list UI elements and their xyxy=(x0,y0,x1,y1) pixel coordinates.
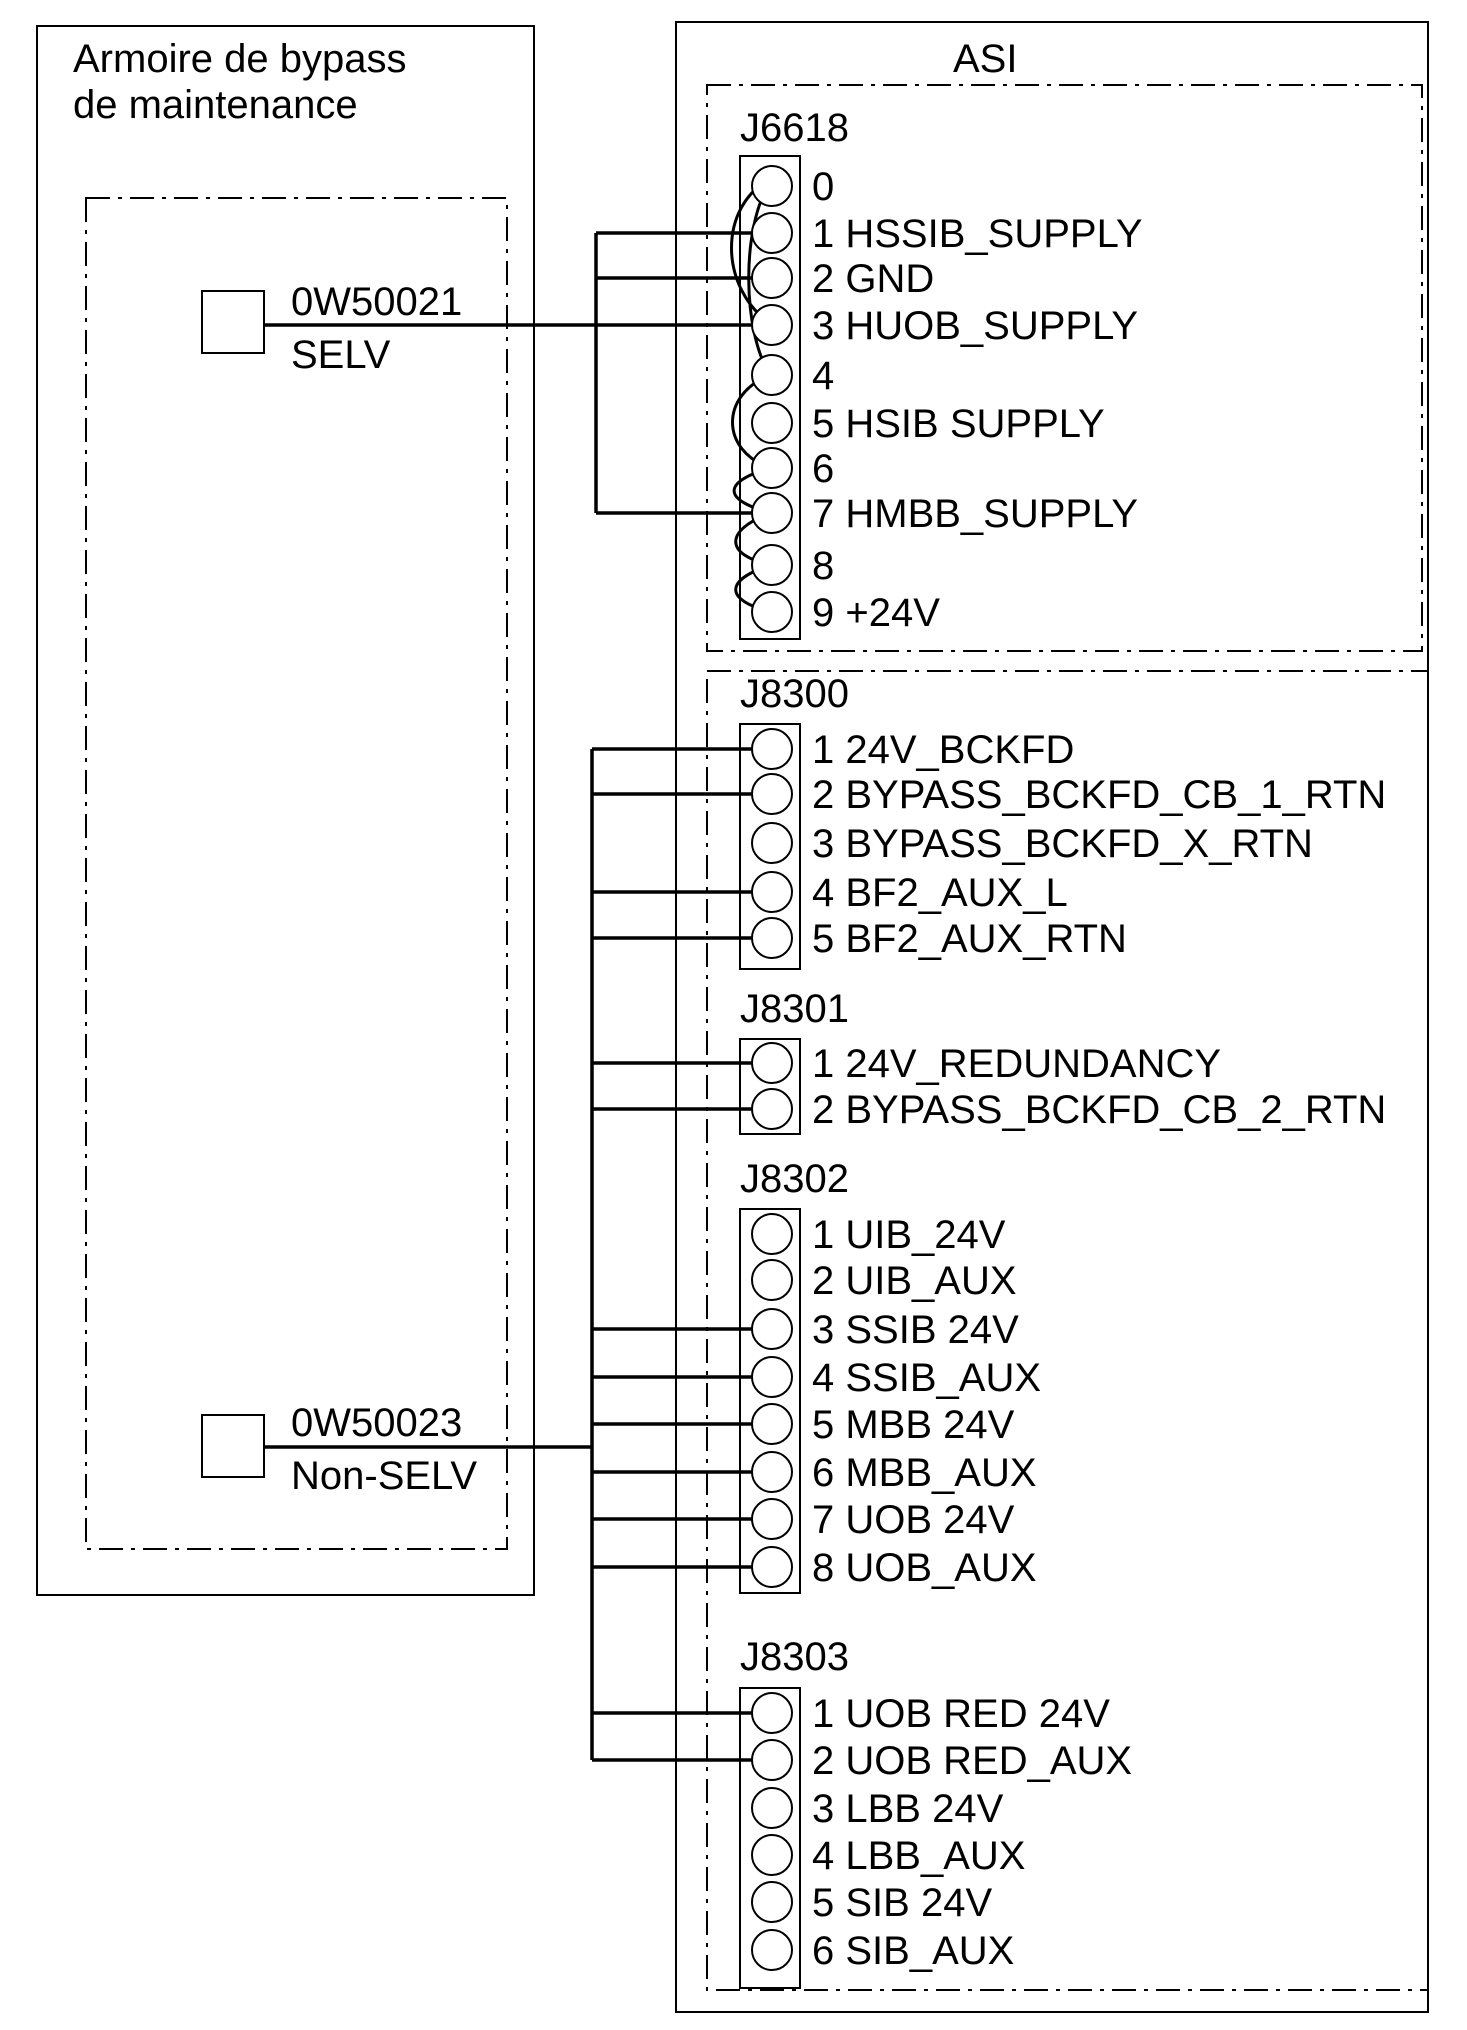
j6618-pin-0 xyxy=(751,165,793,207)
j6618-pin-label-5: 5 HSIB SUPPLY xyxy=(812,402,1105,446)
j8301-pin-1 xyxy=(751,1088,793,1130)
j6618-pin-label-1: 1 HSSIB_SUPPLY xyxy=(812,212,1143,256)
j6618-pin-2 xyxy=(751,257,793,299)
j8303-pin-label-4: 5 SIB 24V xyxy=(812,1881,992,1925)
j8302-pin-label-6: 7 UOB 24V xyxy=(812,1498,1015,1542)
j6618-pin-label-6: 6 xyxy=(812,447,834,491)
terminal-type-non-selv: Non-SELV xyxy=(291,1454,477,1498)
j8302-pin-7 xyxy=(751,1546,793,1588)
bypass-cabinet-title-line1: Armoire de bypass xyxy=(73,37,406,81)
bypass-cabinet-border xyxy=(36,25,535,1596)
j8302-pin-0 xyxy=(751,1213,793,1255)
j8300-connector-label: J8300 xyxy=(740,672,849,716)
j8301-pin-label-0: 1 24V_REDUNDANCY xyxy=(812,1042,1221,1086)
j8300-pin-1 xyxy=(751,773,793,815)
j6618-pin-3 xyxy=(751,304,793,346)
j8301-connector-label: J8301 xyxy=(740,987,849,1031)
j8302-pin-label-4: 5 MBB 24V xyxy=(812,1403,1015,1447)
j6618-dashed-area xyxy=(706,84,1423,652)
j8302-pin-6 xyxy=(751,1498,793,1540)
bypass-cabinet: Armoire de bypass de maintenance 0W50021… xyxy=(36,25,535,1596)
j8300-pin-label-4: 5 BF2_AUX_RTN xyxy=(812,917,1127,961)
j6618-pin-1 xyxy=(751,212,793,254)
j8300-pin-4 xyxy=(751,917,793,959)
j8302-pin-4 xyxy=(751,1403,793,1445)
terminal-id-non-selv: 0W50023 xyxy=(291,1401,462,1445)
j8302-pin-label-5: 6 MBB_AUX xyxy=(812,1451,1037,1495)
non-selv-wiring xyxy=(264,747,773,1762)
j8302-pin-3 xyxy=(751,1356,793,1398)
j8300-pin-2 xyxy=(751,822,793,864)
j6618-body xyxy=(739,155,801,640)
j8303-pin-label-5: 6 SIB_AUX xyxy=(812,1929,1014,1973)
bypass-cabinet-title-line2: de maintenance xyxy=(73,83,358,127)
j8301-body xyxy=(739,1038,801,1135)
j6618-pin-9 xyxy=(751,591,793,633)
j8300-pin-0 xyxy=(751,728,793,770)
j8302-pin-label-0: 1 UIB_24V xyxy=(812,1213,1006,1257)
jumper-pin0-pin4 xyxy=(747,185,772,376)
j6618-pin-label-2: 2 GND xyxy=(812,257,934,301)
j6618-pin-label-9: 9 +24V xyxy=(812,591,940,635)
j8303-pin-5 xyxy=(751,1929,793,1971)
connector-bodies xyxy=(739,155,801,1989)
j6618-pin-6 xyxy=(751,447,793,489)
j8302-pin-2 xyxy=(751,1308,793,1350)
j8302-pin-label-7: 8 UOB_AUX xyxy=(812,1546,1037,1590)
j6618-connector-label: J6618 xyxy=(740,106,849,150)
j6618-pin-label-8: 8 xyxy=(812,544,834,588)
j8302-connector-label: J8302 xyxy=(740,1157,849,1201)
asi-panel-title: ASI xyxy=(953,37,1017,81)
j6618-pin-label-0: 0 xyxy=(812,165,834,209)
j8302-pin-1 xyxy=(751,1259,793,1301)
j8302-pin-label-3: 4 SSIB_AUX xyxy=(812,1356,1041,1400)
j6618-pin-label-4: 4 xyxy=(812,354,834,398)
j8301-pin-label-1: 2 BYPASS_BCKFD_CB_2_RTN xyxy=(812,1088,1386,1132)
j8303-pin-1 xyxy=(751,1739,793,1781)
j8300-pin-3 xyxy=(751,871,793,913)
terminal-id-selv: 0W50021 xyxy=(291,280,462,324)
j8303-pin-4 xyxy=(751,1881,793,1923)
j8302-body xyxy=(739,1208,801,1594)
j8302-pin-label-2: 3 SSIB 24V xyxy=(812,1308,1019,1352)
j6618-pin-label-3: 3 HUOB_SUPPLY xyxy=(812,304,1138,348)
j6618-pin-8 xyxy=(751,544,793,586)
bypass-inner-dashed-area xyxy=(85,197,508,1550)
j6618-pin-label-7: 7 HMBB_SUPPLY xyxy=(812,492,1138,536)
terminal-type-selv: SELV xyxy=(291,333,391,377)
selv-wiring xyxy=(264,231,773,515)
j8301-pin-0 xyxy=(751,1042,793,1084)
j8300-body xyxy=(739,723,801,970)
j8300-pin-label-1: 2 BYPASS_BCKFD_CB_1_RTN xyxy=(812,773,1386,817)
j8300-pin-label-0: 1 24V_BCKFD xyxy=(812,728,1074,772)
j8303-pin-label-2: 3 LBB 24V xyxy=(812,1787,1004,1831)
j8303-pin-2 xyxy=(751,1787,793,1829)
j6618-pin-4 xyxy=(751,354,793,396)
j8300-pin-label-3: 4 BF2_AUX_L xyxy=(812,871,1068,915)
j8303-pin-label-3: 4 LBB_AUX xyxy=(812,1834,1025,1878)
j8303-connector-label: J8303 xyxy=(740,1635,849,1679)
j8303-pin-label-1: 2 UOB RED_AUX xyxy=(812,1739,1132,1783)
j8303-pin-3 xyxy=(751,1834,793,1876)
j8303-body xyxy=(739,1687,801,1989)
j8303-pin-label-0: 1 UOB RED 24V xyxy=(812,1692,1110,1736)
terminal-box-non-selv xyxy=(201,1414,265,1478)
j8302-pin-5 xyxy=(751,1451,793,1493)
j8303-pin-0 xyxy=(751,1692,793,1734)
terminal-box-selv xyxy=(201,290,265,354)
j8302-pin-label-1: 2 UIB_AUX xyxy=(812,1259,1017,1303)
j6618-pin-7 xyxy=(751,492,793,534)
j8300-pin-label-2: 3 BYPASS_BCKFD_X_RTN xyxy=(812,822,1313,866)
j6618-pin-5 xyxy=(751,402,793,444)
